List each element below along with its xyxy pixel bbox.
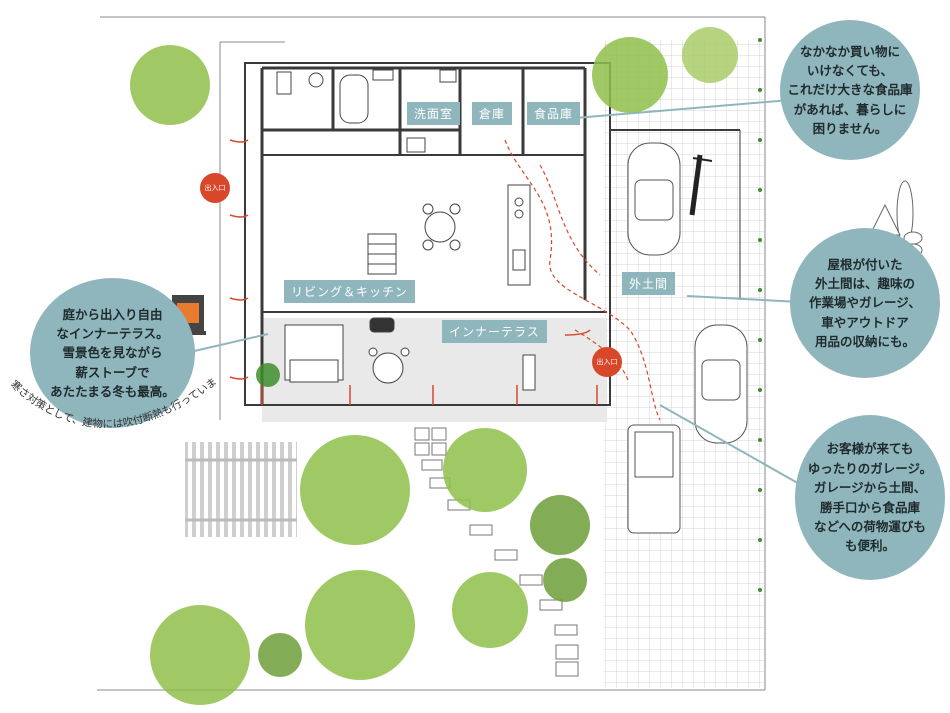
room-label-outer-doma: 外土間	[622, 272, 676, 295]
entrance-badge-left: 出入口	[200, 173, 230, 203]
car-in-doma	[627, 142, 681, 256]
callout-pantry: なかなか買い物に いけなくても、 これだけ大きな食品庫 があれば、暮らしに 困り…	[780, 20, 920, 160]
insulation-note: 寒さ対策として、建物には吹付断熱も行っています	[0, 0, 219, 431]
kitchen-counter	[507, 184, 531, 286]
vine-dots	[758, 38, 762, 592]
callout-garage: お客様が来ても ゆったりのガレージ。 ガレージから土間、 勝手口から食品庫 など…	[795, 415, 945, 580]
callout-doma-text: 屋根が付いた 外土間は、趣味の 作業場やガレージ、 車やアウトドア 用品の収納に…	[809, 256, 921, 350]
callout-pantry-text: なかなか買い物に いけなくても、 これだけ大きな食品庫 があれば、暮らしに 困り…	[787, 43, 913, 137]
pickup-truck	[627, 424, 681, 534]
car-in-garage	[694, 324, 748, 444]
callout-terrace-text: 庭から出入り自由 なインナーテラス。 雪景色を見ながら 薪ストーブで あたたまる…	[50, 306, 175, 400]
room-label-pantry: 食品庫	[527, 102, 581, 125]
room-label-living-kitchen: リビング＆キッチン	[284, 280, 416, 303]
terrace-furniture	[284, 317, 536, 391]
garden-plants	[130, 27, 738, 705]
entrance-badge-right: 出入口	[592, 347, 622, 377]
callout-doma: 屋根が付いた 外土間は、趣味の 作業場やガレージ、 車やアウトドア 用品の収納に…	[790, 228, 940, 378]
door-markers	[229, 139, 598, 405]
svg-text:寒さ対策として、建物には吹付断熱も行っています: 寒さ対策として、建物には吹付断熱も行っています	[0, 0, 219, 431]
room-label-storage: 倉庫	[472, 102, 513, 125]
motorcycle-icon	[689, 154, 713, 216]
bathroom-fixtures	[276, 69, 457, 153]
dining-table	[422, 203, 461, 251]
callout-garage-text: お客様が来ても ゆったりのガレージ。 ガレージから土間、 勝手口から食品庫 など…	[807, 441, 933, 554]
callout-connectors	[189, 99, 811, 491]
stepping-stones	[414, 427, 579, 677]
stairs	[367, 233, 397, 275]
room-label-washroom: 洗面室	[407, 102, 461, 125]
room-label-inner-terrace: インナーテラス	[442, 320, 547, 343]
building-walls	[244, 62, 741, 406]
callout-inner-terrace: 庭から出入り自由 なインナーテラス。 雪景色を見ながら 薪ストーブで あたたまる…	[30, 278, 195, 428]
